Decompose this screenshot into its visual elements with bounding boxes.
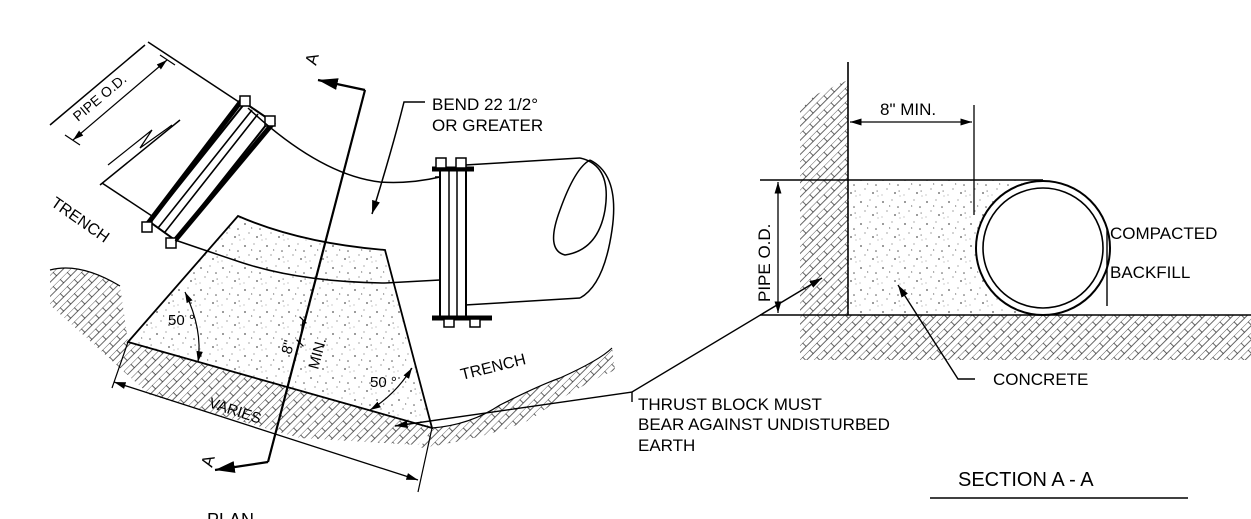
section-min-label: 8" MIN. [880, 100, 936, 119]
bend-label-line2: OR GREATER [432, 116, 543, 135]
concrete-leader [897, 284, 975, 380]
section-view: 8" MIN. PIPE O.D. COMPACTED BACKFILL CON… [755, 62, 1251, 499]
bend-leader [371, 101, 425, 215]
section-cut-bottom-arm [214, 460, 269, 473]
thrust-note-line2: BEAR AGAINST UNDISTURBED [638, 415, 890, 434]
min-dim-line [296, 316, 307, 347]
plan-pipe-od-label: PIPE O.D. [70, 71, 130, 125]
compacted-label: COMPACTED [1110, 224, 1217, 243]
pipe-section-inner [982, 187, 1104, 309]
angle-left-label: 50 ° [168, 312, 195, 329]
bend-pipe [174, 107, 615, 306]
plan-title: PLAN [207, 510, 254, 519]
earth-hatch-section [800, 80, 1251, 360]
section-pipe-od-label: PIPE O.D. [755, 224, 774, 302]
concrete-label: CONCRETE [993, 370, 1088, 389]
left-coupling [141, 95, 276, 249]
thrust-block-plan [126, 214, 434, 430]
backfill-label: BACKFILL [1110, 263, 1190, 282]
thrust-note-line1: THRUST BLOCK MUST [638, 395, 822, 414]
trench-right-label: TRENCH [459, 351, 528, 384]
section-cut-top-arm [317, 78, 366, 92]
earth-edge-plan [49, 267, 613, 429]
trench-left-label: TRENCH [48, 194, 112, 246]
bend-label-line1: BEND 22 1/2° [432, 95, 538, 114]
varies-dim-line [113, 381, 419, 481]
plan-min-8: 8" [278, 338, 298, 356]
plan-view: PIPE O.D. [48, 41, 615, 519]
section-marker-top: A [302, 51, 323, 68]
section-marker-bottom: A [198, 453, 219, 470]
earth-hatch-plan-right [420, 348, 615, 448]
angle-right-label: 50 ° [370, 374, 397, 391]
thrust-note-line3: EARTH [638, 436, 695, 455]
thrust-leader-to-section [631, 277, 823, 393]
section-title: SECTION A - A [958, 469, 1094, 491]
thrust-note: THRUST BLOCK MUST BEAR AGAINST UNDISTURB… [394, 277, 890, 455]
right-coupling [432, 157, 492, 328]
angle-arc-left [184, 291, 203, 363]
